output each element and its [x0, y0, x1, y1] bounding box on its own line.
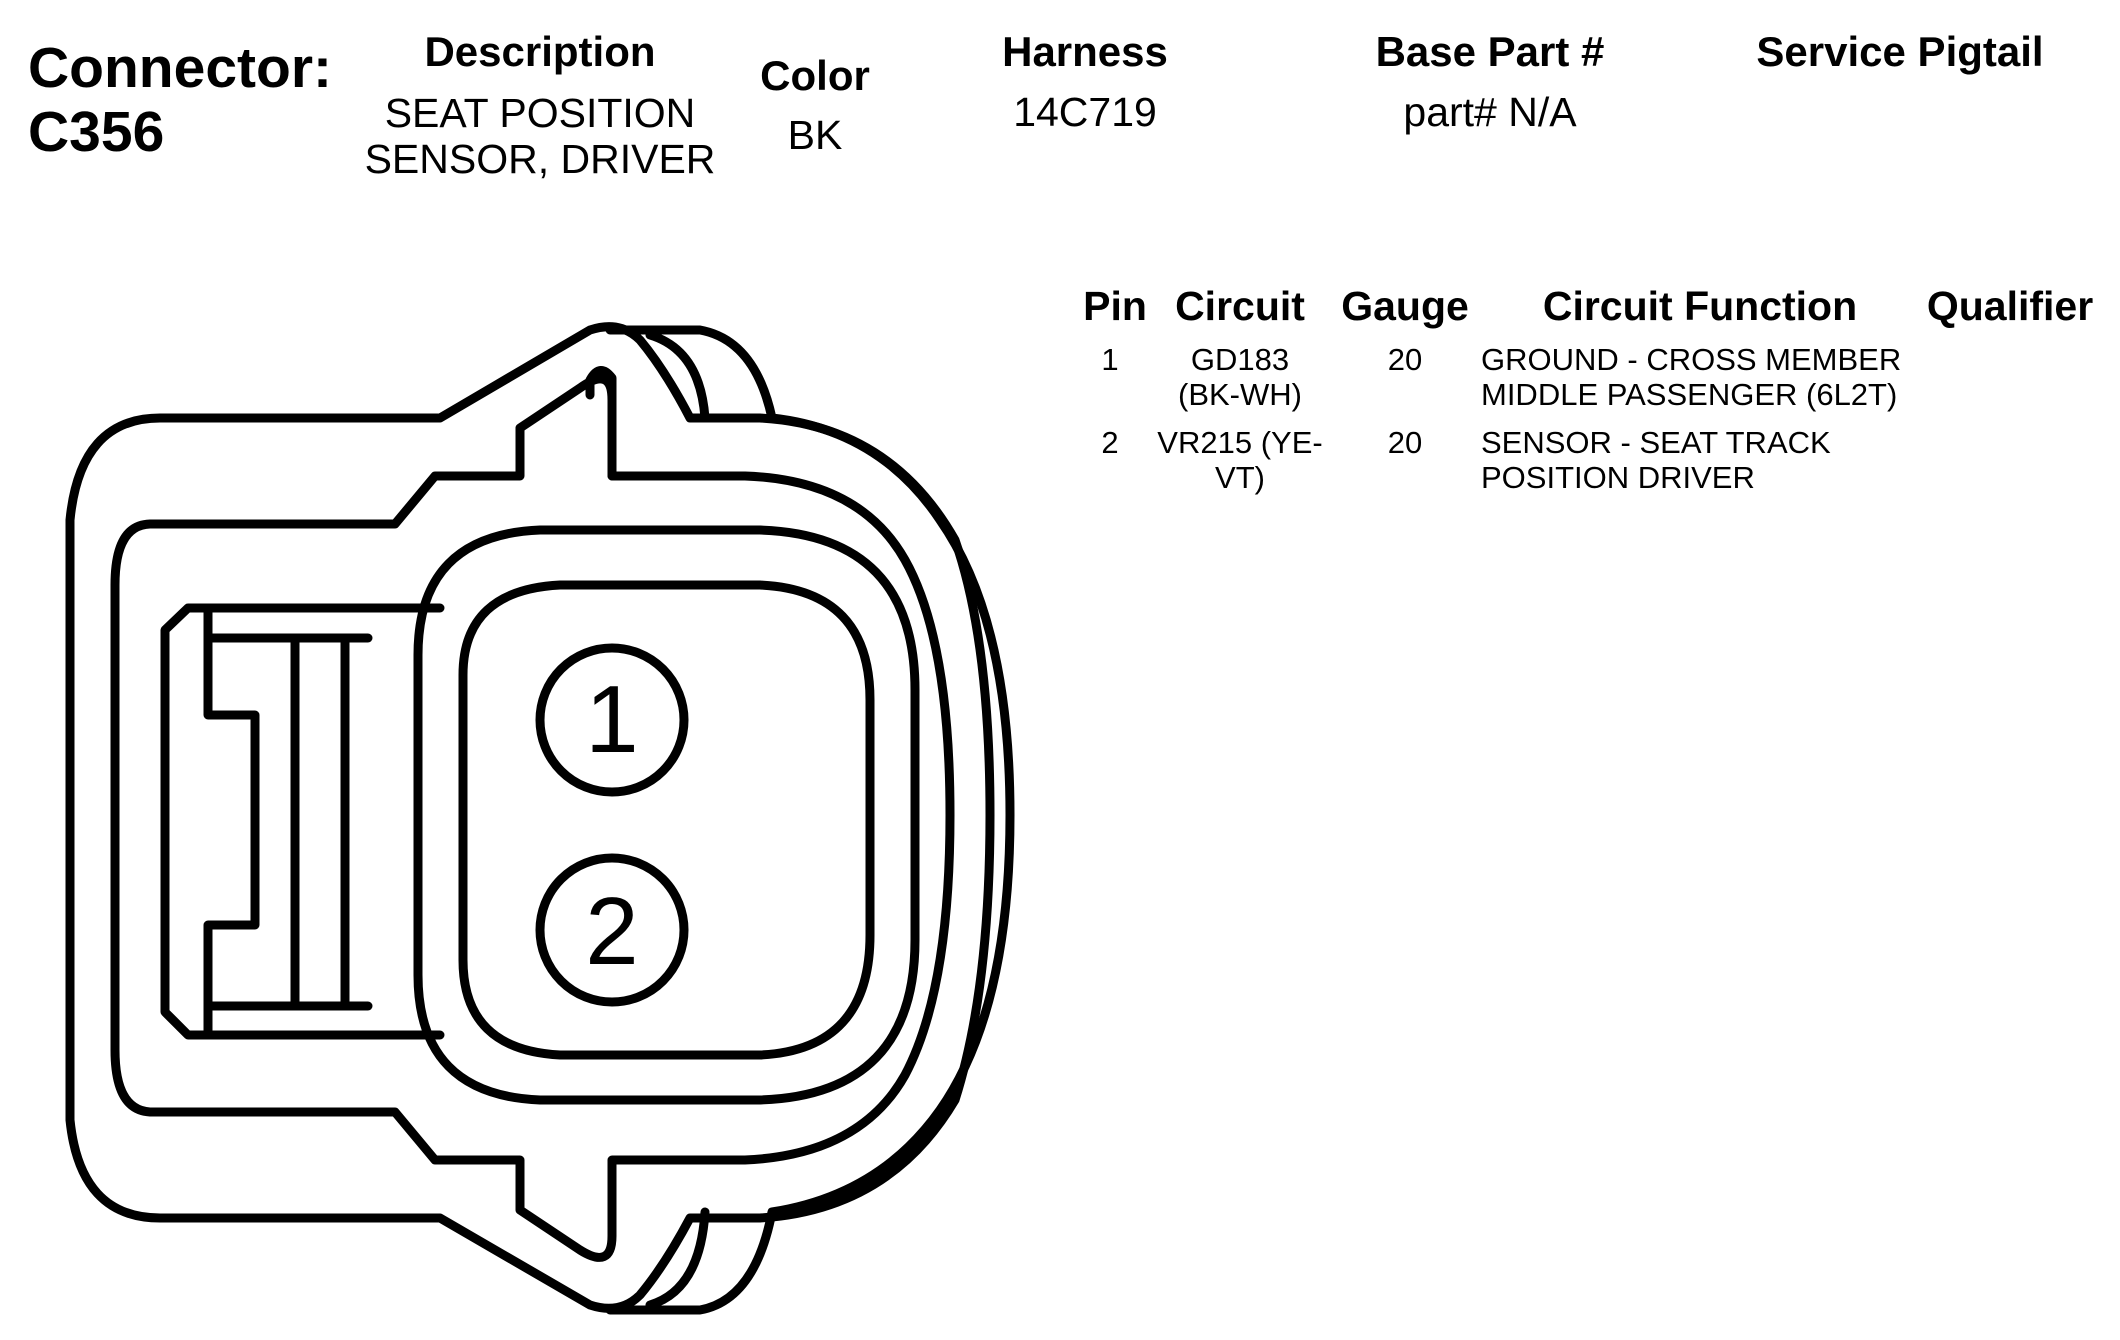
rear-shell-inner-curve-bottom — [645, 1207, 710, 1310]
circuit-column-header: Circuit — [1175, 283, 1305, 329]
pin-cavity-outer — [413, 525, 920, 1105]
pin-2-label: 2 — [585, 878, 638, 985]
base-part-value: part# N/A — [1403, 89, 1577, 135]
color-value: BK — [787, 112, 843, 158]
outer-housing-outline — [65, 322, 995, 1313]
rear-shell-inner-curve — [645, 330, 710, 423]
description-value: SEAT POSITION SENSOR, DRIVER — [340, 90, 740, 182]
function-cell: SENSOR - SEAT TRACK POSITION DRIVER — [1481, 425, 1921, 495]
circuit-line: VT) — [1215, 460, 1265, 495]
pin-number: 1 — [1101, 342, 1119, 377]
circuit-line: VR215 (YE- — [1157, 425, 1323, 460]
function-line: MIDDLE PASSENGER (6L2T) — [1481, 377, 1898, 412]
circuit-cell: GD183 (BK-WH) — [1150, 342, 1330, 412]
pin-number: 2 — [1101, 425, 1119, 460]
pin-column-header: Pin — [1083, 283, 1147, 329]
inner-housing-outline — [110, 374, 955, 1262]
connector-label: Connector: — [28, 36, 332, 100]
description-header: Description — [424, 28, 656, 75]
pin-1-label: 1 — [585, 666, 638, 773]
description-line-2: SENSOR, DRIVER — [364, 136, 716, 182]
circuit-line: (BK-WH) — [1178, 377, 1302, 412]
description-line-1: SEAT POSITION — [384, 90, 696, 136]
locking-tab-inner — [203, 603, 260, 1040]
gauge-cell: 20 — [1387, 425, 1423, 460]
function-line: POSITION DRIVER — [1481, 460, 1755, 495]
connector-face-diagram: 1 2 — [65, 322, 1015, 1315]
harness-value: 14C719 — [1013, 89, 1157, 135]
pin-cavity-inner — [458, 580, 875, 1060]
function-line: SENSOR - SEAT TRACK — [1481, 425, 1831, 460]
qualifier-column-header: Qualifier — [1926, 283, 2094, 329]
pin-2-contact — [535, 853, 689, 1007]
function-cell: GROUND - CROSS MEMBER MIDDLE PASSENGER (… — [1481, 342, 1921, 412]
connector-id: C356 — [28, 100, 165, 164]
connector-heading: Connector: C356 — [28, 36, 332, 164]
base-part-header: Base Part # — [1375, 28, 1605, 75]
gauge-column-header: Gauge — [1341, 283, 1469, 329]
service-pigtail-header: Service Pigtail — [1756, 28, 2044, 75]
gauge-cell: 20 — [1387, 342, 1423, 377]
function-line: GROUND - CROSS MEMBER — [1481, 342, 1902, 377]
harness-header: Harness — [1002, 28, 1168, 75]
locking-tab-outline — [160, 603, 445, 1040]
pin-1-contact — [535, 643, 689, 797]
color-header: Color — [760, 52, 870, 99]
circuit-function-column-header: Circuit Function — [1542, 283, 1858, 329]
circuit-line: GD183 — [1190, 342, 1290, 377]
circuit-cell: VR215 (YE- VT) — [1150, 425, 1330, 495]
